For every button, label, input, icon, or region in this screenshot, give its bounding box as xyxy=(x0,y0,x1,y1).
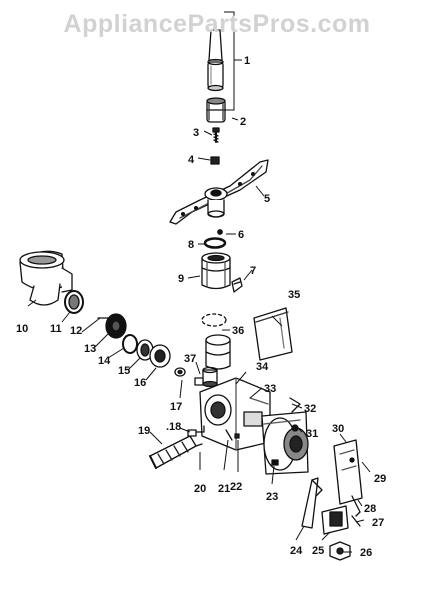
callout-13: 13 xyxy=(84,343,96,355)
part-2-coupling xyxy=(206,97,226,123)
part-18-fitting xyxy=(187,425,205,437)
dashed-ring-guide xyxy=(201,313,227,327)
callout-labels: 1 2 3 4 5 6 7 8 9 10 11 12 13 14 15 16 1… xyxy=(16,55,386,559)
part-4-nut xyxy=(210,156,220,165)
callout-31: 31 xyxy=(306,428,318,440)
watermark: AppliancePartsPros.com xyxy=(63,10,371,38)
part-28-clip xyxy=(351,495,361,517)
callout-30: 30 xyxy=(332,423,344,435)
part-10-inlet xyxy=(19,250,73,306)
callout-18: .18 xyxy=(166,421,181,433)
part-27-pin xyxy=(351,515,361,527)
part-20-pin xyxy=(195,443,203,447)
callout-35: 35 xyxy=(288,289,300,301)
part-1-tube xyxy=(207,29,224,92)
callout-4: 4 xyxy=(188,154,195,166)
part-7-clip xyxy=(231,277,243,293)
callout-24: 24 xyxy=(290,545,303,557)
callout-10: 10 xyxy=(16,323,28,335)
callout-14: 14 xyxy=(98,355,111,367)
callout-5: 5 xyxy=(264,193,270,205)
part-16-housing xyxy=(149,344,171,368)
part-24-lever xyxy=(301,477,323,529)
part-35-shield xyxy=(253,307,293,361)
part-23-spacer xyxy=(271,459,279,466)
callout-15: 15 xyxy=(118,365,130,377)
part-30-bracket xyxy=(333,439,363,505)
part-3-screw xyxy=(212,127,220,143)
part-11-ring xyxy=(64,290,84,314)
callout-37: 37 xyxy=(184,353,196,365)
callout-11: 11 xyxy=(50,323,62,335)
callout-34: 34 xyxy=(256,361,269,373)
callout-9: 9 xyxy=(178,273,184,285)
part-31-washer xyxy=(291,424,299,432)
callout-8: 8 xyxy=(188,239,194,251)
part-36-tube xyxy=(205,334,231,370)
callout-3: 3 xyxy=(193,127,199,139)
callout-12: 12 xyxy=(70,325,82,337)
callout-26: 26 xyxy=(360,547,372,559)
part-21-clip xyxy=(225,429,233,441)
part-26-nut xyxy=(329,541,351,561)
callout-2: 2 xyxy=(240,116,246,128)
part-17-nut xyxy=(174,367,204,386)
callout-22: 22 xyxy=(230,481,242,493)
callout-21: 21 xyxy=(218,483,230,495)
callout-36: 36 xyxy=(232,325,244,337)
part-22-screw xyxy=(234,433,240,439)
callout-23: 23 xyxy=(266,491,278,503)
leader-lines xyxy=(27,11,371,553)
callout-29: 29 xyxy=(374,473,386,485)
part-25-solenoid xyxy=(321,505,349,535)
callout-1: 1 xyxy=(244,55,250,67)
callout-33: 33 xyxy=(264,383,276,395)
callout-17: 17 xyxy=(170,401,182,413)
callout-20: 20 xyxy=(194,483,206,495)
motor-assembly xyxy=(261,411,309,475)
part-13-filter xyxy=(105,313,127,339)
part-19-shaft xyxy=(149,435,197,469)
callout-19: 19 xyxy=(138,425,150,437)
callout-32: 32 xyxy=(304,403,316,415)
part-37-fitting xyxy=(202,366,218,388)
part-32-clip xyxy=(289,397,301,413)
part-5-spray-arm xyxy=(169,159,269,225)
callout-7: 7 xyxy=(250,265,256,277)
part-14-ring xyxy=(122,334,138,354)
part-34-pump-body xyxy=(199,377,271,451)
callout-28: 28 xyxy=(364,503,376,515)
callout-25: 25 xyxy=(312,545,324,557)
part-8-ring xyxy=(203,237,227,249)
part-15-seal xyxy=(136,339,154,361)
callout-6: 6 xyxy=(238,229,244,241)
callout-16: 16 xyxy=(134,377,146,389)
callout-27: 27 xyxy=(372,517,384,529)
part-6-ball xyxy=(217,229,223,235)
part-9-hub xyxy=(201,252,231,290)
